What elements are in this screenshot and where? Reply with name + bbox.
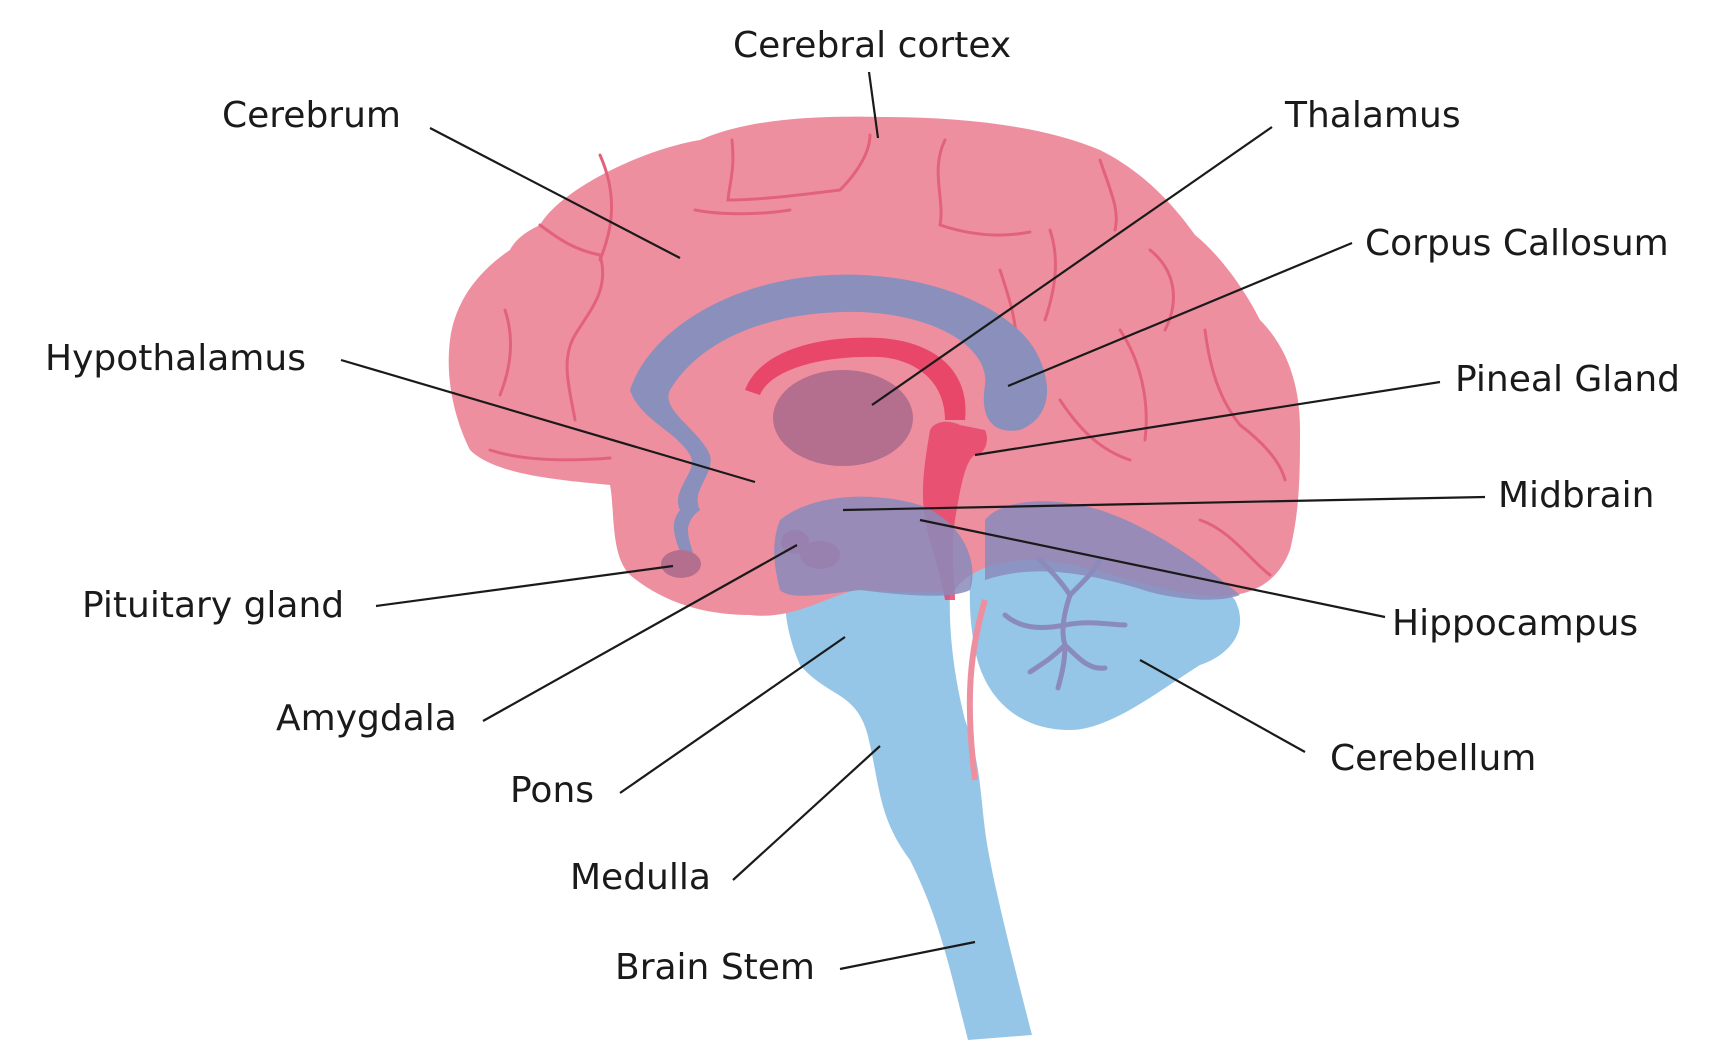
label-medulla: Medulla — [570, 857, 711, 898]
label-cerebral-cortex: Cerebral cortex — [733, 25, 1012, 66]
brain-stem-shape — [785, 540, 1032, 1040]
label-midbrain: Midbrain — [1498, 475, 1655, 516]
thalamus-shape — [773, 370, 913, 466]
label-hypothalamus: Hypothalamus — [45, 338, 306, 379]
fornix-shape — [745, 337, 966, 420]
cerebrum-folds — [488, 133, 1287, 577]
label-cerebellum: Cerebellum — [1330, 738, 1537, 779]
arbor-vitae — [1002, 557, 1128, 691]
cerebrum-shape — [448, 116, 1300, 616]
leader-lines — [340, 71, 1486, 971]
label-pons: Pons — [510, 770, 595, 811]
label-hippocampus: Hippocampus — [1392, 603, 1639, 644]
label-thalamus: Thalamus — [1285, 95, 1461, 136]
pituitary-gland-shape — [661, 550, 701, 578]
label-amygdala: Amygdala — [276, 698, 457, 739]
cerebellum-overlap-shape — [985, 501, 1240, 600]
spinal-strand — [966, 599, 988, 781]
label-cerebrum: Cerebrum — [222, 95, 401, 136]
label-brain-stem: Brain Stem — [615, 947, 816, 988]
label-pineal-gland: Pineal Gland — [1455, 359, 1681, 400]
label-pituitary-gland: Pituitary gland — [82, 585, 345, 626]
label-corpus-callosum: Corpus Callosum — [1365, 223, 1669, 264]
